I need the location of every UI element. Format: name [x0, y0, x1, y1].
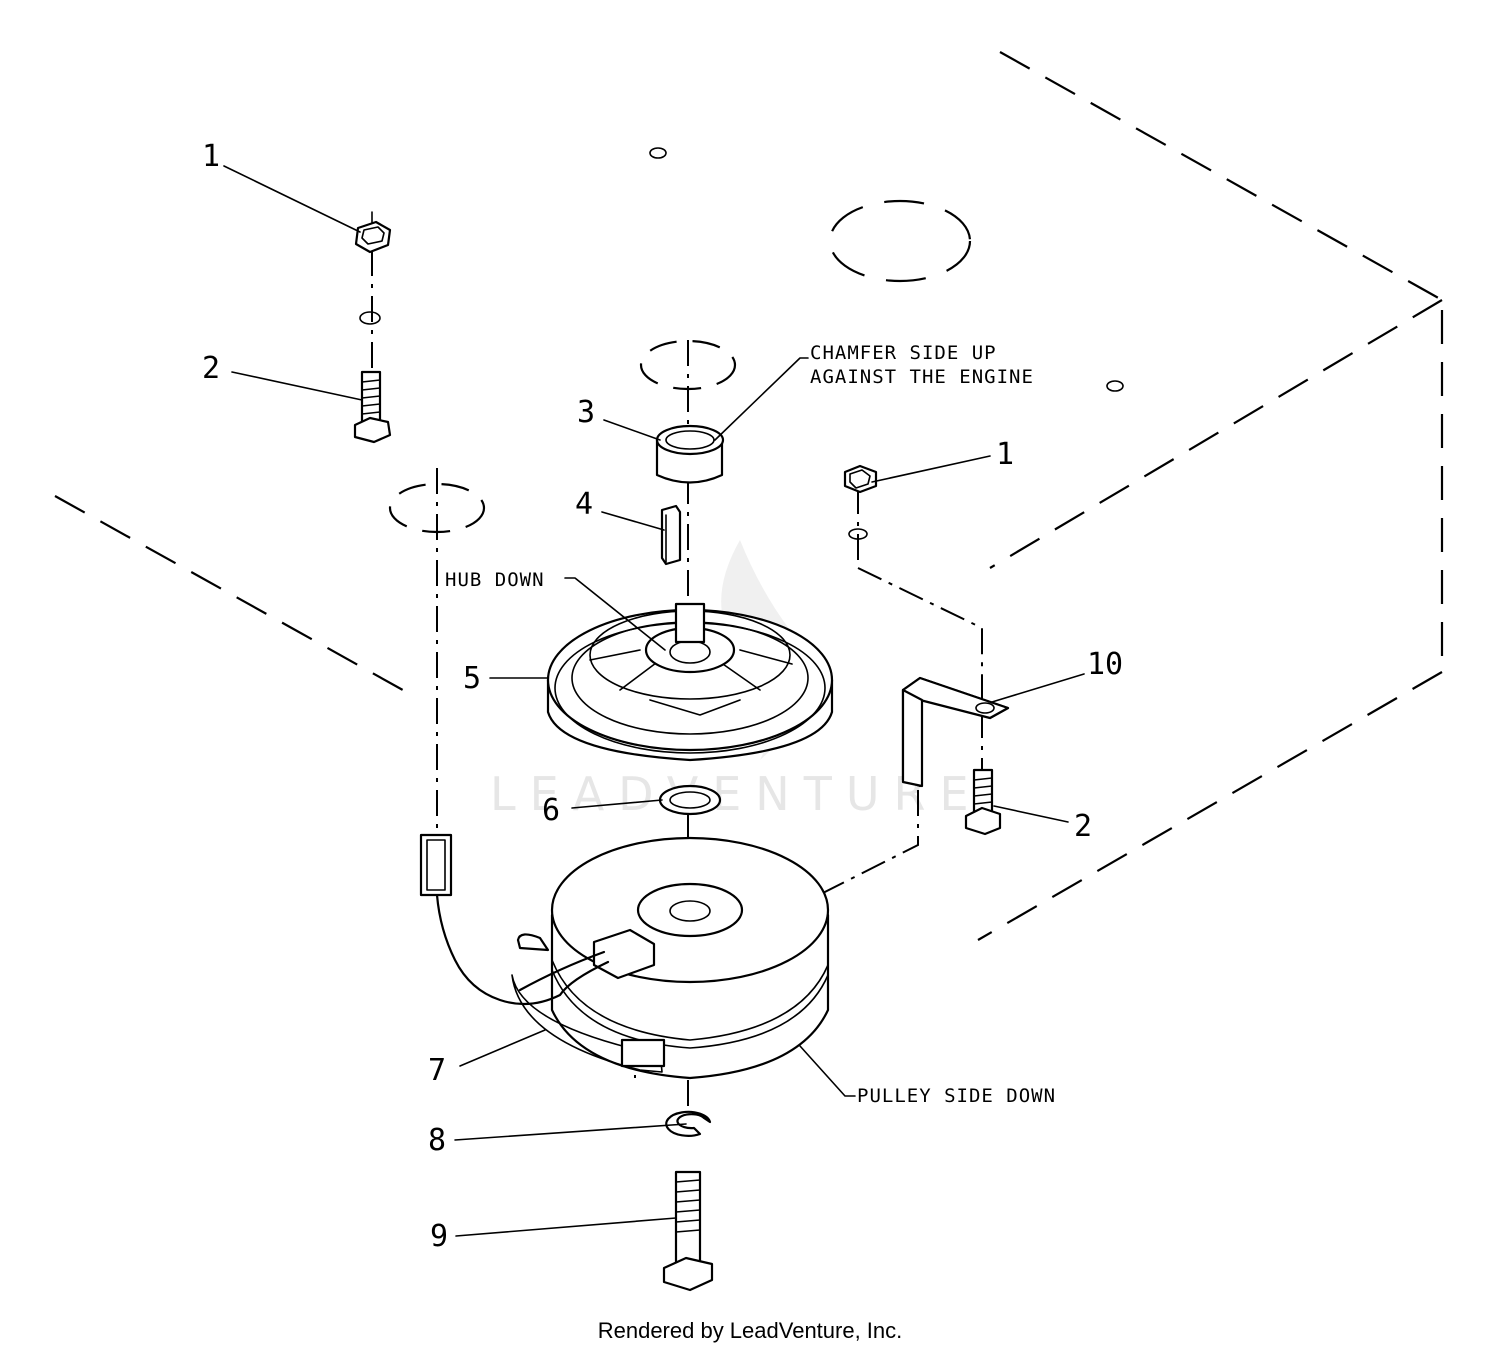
bolt-left — [353, 370, 392, 444]
electric-clutch — [419, 833, 830, 1080]
callout-2-left: 2 — [202, 351, 220, 386]
leader-lines — [223, 165, 1085, 1237]
washer — [658, 784, 722, 816]
bracket — [901, 676, 1010, 788]
callout-1-right: 1 — [996, 437, 1014, 472]
footer-credit: Rendered by LeadVenture, Inc. — [598, 1318, 903, 1343]
callout-3: 3 — [577, 395, 595, 430]
watermark-text: LEADVENTURE — [490, 767, 983, 821]
note-hub-down: HUB DOWN — [445, 569, 545, 591]
callout-9: 9 — [430, 1219, 448, 1254]
callout-4: 4 — [575, 487, 593, 522]
clutch-bolt — [662, 1170, 714, 1292]
note-pulley-side-down: PULLEY SIDE DOWN — [857, 1085, 1056, 1107]
callout-7: 7 — [428, 1053, 446, 1088]
callout-10: 10 — [1087, 647, 1123, 682]
note-chamfer-line2: AGAINST THE ENGINE — [810, 366, 1034, 388]
lock-nut-right — [843, 464, 878, 540]
lock-nut-left — [354, 211, 392, 325]
callout-6: 6 — [542, 793, 560, 828]
callout-5: 5 — [463, 661, 481, 696]
callout-1-left: 1 — [202, 139, 220, 174]
spacer — [655, 424, 725, 484]
callout-8: 8 — [428, 1123, 446, 1158]
bolt-right — [964, 768, 1002, 836]
note-chamfer-line1: CHAMFER SIDE UP — [810, 342, 997, 364]
retaining-ring — [665, 1110, 712, 1137]
notes: CHAMFER SIDE UP AGAINST THE ENGINE HUB D… — [445, 342, 1056, 1107]
engine-outline — [54, 51, 1444, 941]
callouts: 1 2 3 4 5 6 7 8 9 1 10 2 — [202, 139, 1123, 1254]
callout-2-right: 2 — [1074, 809, 1092, 844]
pulley — [546, 602, 834, 762]
key — [660, 504, 682, 566]
